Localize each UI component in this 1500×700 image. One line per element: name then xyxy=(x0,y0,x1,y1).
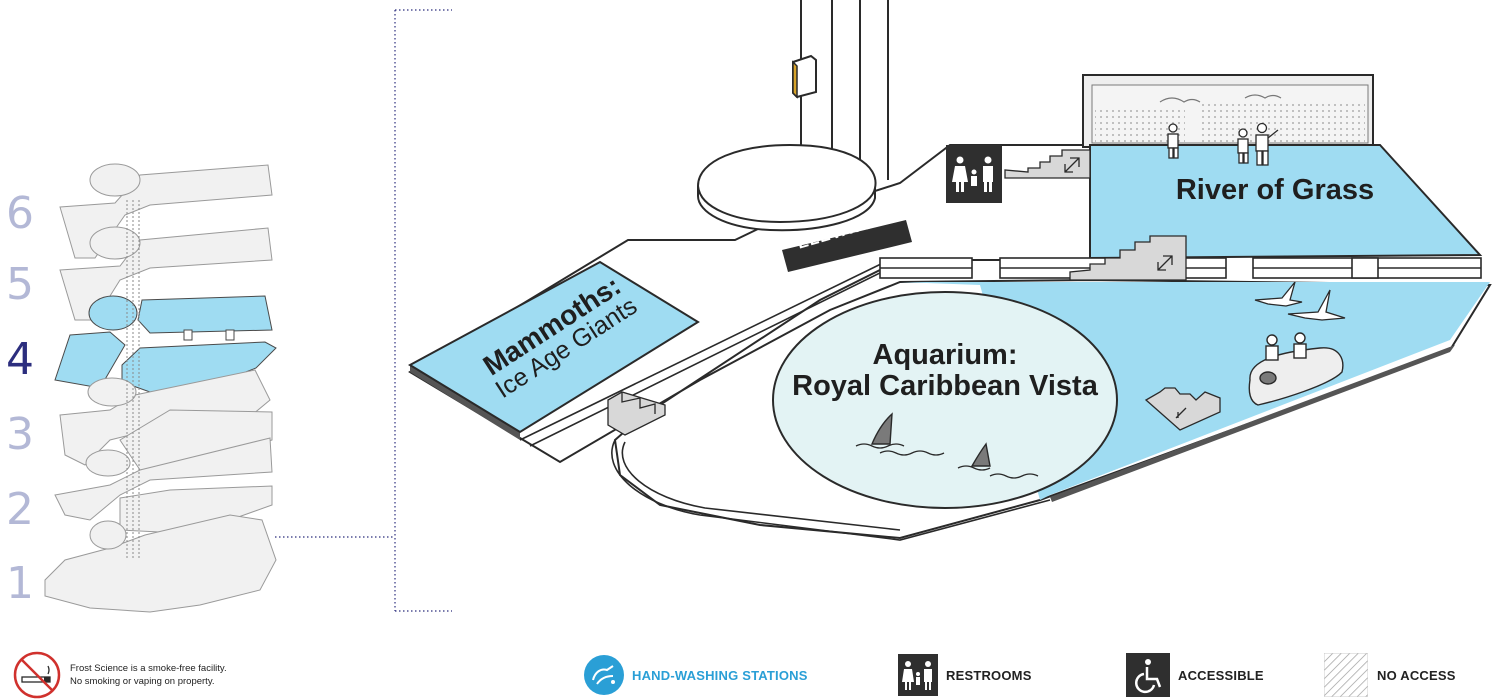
river-of-grass-label: River of Grass xyxy=(1175,174,1375,206)
floor-6-plan[interactable] xyxy=(59,163,273,259)
rotunda xyxy=(697,143,877,232)
floor-4-plan[interactable] xyxy=(54,295,277,393)
legend-no-access-label: NO ACCESS xyxy=(1377,667,1456,683)
water-waves xyxy=(855,443,1039,479)
floor-number-3[interactable]: 3 xyxy=(6,409,34,460)
bird-icon xyxy=(1254,281,1346,321)
restroom-icon xyxy=(898,654,938,696)
stairs-icon[interactable] xyxy=(1069,235,1187,281)
floor-stack xyxy=(44,163,277,613)
floor-number-2[interactable]: 2 xyxy=(6,484,34,535)
aquarium-label: Aquarium: Royal Caribbean Vista xyxy=(770,339,1120,403)
aquarium-label-line1: Aquarium: xyxy=(872,339,1018,371)
floor-1-plan[interactable] xyxy=(44,514,277,613)
floor-number-5[interactable]: 5 xyxy=(6,259,34,310)
boat-icon xyxy=(1248,332,1344,406)
floor-number-4[interactable]: 4 xyxy=(6,334,34,385)
smoke-free-line1: Frost Science is a smoke-free facility. xyxy=(70,663,227,674)
elevators-label-bg xyxy=(782,220,912,272)
stairs-icon[interactable] xyxy=(1144,387,1221,431)
aquarium-label-line2: Royal Caribbean Vista xyxy=(792,370,1098,403)
mammoths-exhibit[interactable] xyxy=(407,260,700,440)
floor-number-1[interactable]: 1 xyxy=(6,558,34,609)
legend-no-access: NO ACCESS xyxy=(1324,650,1456,700)
floor-5-plan[interactable] xyxy=(59,226,273,321)
shark-fin-icon xyxy=(870,412,991,467)
legend-restrooms-label: RESTROOMS xyxy=(946,667,1032,683)
floor-2-plan[interactable] xyxy=(54,437,273,533)
corridor-lines xyxy=(519,261,1051,541)
stairs-icon[interactable] xyxy=(1004,149,1091,179)
legend-hand-washing: HAND-WASHING STATIONS xyxy=(583,650,808,700)
legend-no-smoking: Frost Science is a smoke-free facility. … xyxy=(12,650,227,700)
no-smoking-icon xyxy=(13,651,61,699)
floor-3-plan[interactable] xyxy=(59,369,273,471)
legend-accessible-label: ACCESSIBLE xyxy=(1178,667,1264,683)
person-icon xyxy=(1167,122,1279,166)
elevator-icon[interactable] xyxy=(792,54,817,99)
zoom-bracket xyxy=(275,9,452,612)
stairs-icon[interactable] xyxy=(607,391,666,436)
wheelchair-icon xyxy=(1126,653,1170,697)
hand-washing-icon xyxy=(584,655,624,695)
legend-restrooms: RESTROOMS xyxy=(898,650,1032,700)
aquarium-tank[interactable] xyxy=(772,291,1118,509)
legend-accessible: ACCESSIBLE xyxy=(1126,650,1264,700)
smoke-free-line2: No smoking or vaping on property. xyxy=(70,676,215,687)
hatched-area-icon xyxy=(1324,653,1368,697)
legend-hand-washing-label: HAND-WASHING STATIONS xyxy=(632,667,808,683)
floor-number-6[interactable]: 6 xyxy=(6,188,34,239)
restroom-icon[interactable] xyxy=(946,145,1002,203)
